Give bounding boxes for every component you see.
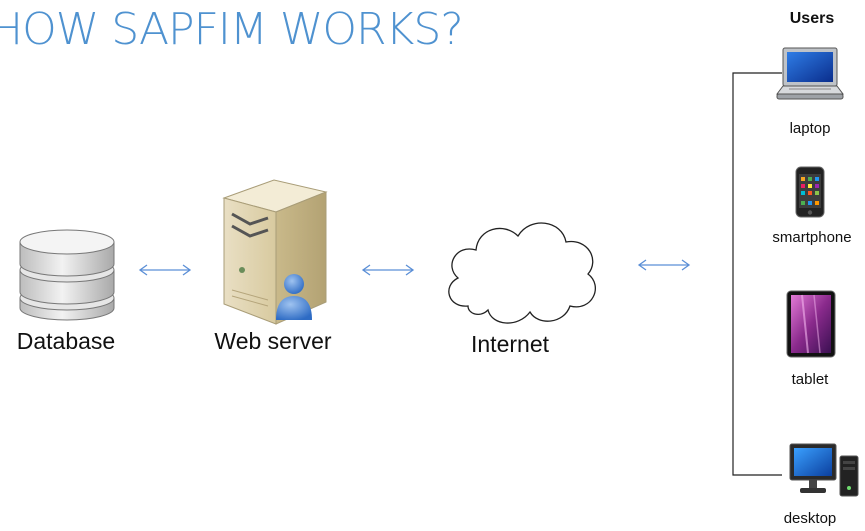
laptop-label: laptop xyxy=(789,120,831,137)
users-heading: Users xyxy=(789,10,835,27)
web-server-label: Web server xyxy=(214,328,332,354)
cloud-icon xyxy=(448,222,596,324)
desktop-label: desktop xyxy=(783,510,837,527)
smartphone-icon xyxy=(795,166,825,218)
internet-label: Internet xyxy=(471,331,549,357)
tablet-icon xyxy=(786,290,836,358)
desktop-icon xyxy=(789,443,859,497)
arrow-webserver-internet xyxy=(361,264,415,276)
laptop-icon xyxy=(776,47,844,100)
tablet-label: tablet xyxy=(791,371,829,388)
database-icon xyxy=(19,229,115,321)
database-label: Database xyxy=(16,328,116,354)
arrow-database-webserver xyxy=(138,264,192,276)
users-bracket xyxy=(732,72,782,476)
arrow-internet-users xyxy=(637,259,691,271)
web-server-icon xyxy=(222,179,328,325)
slide-title: HOW SAPFIM WORKS? xyxy=(0,4,464,55)
smartphone-label: smartphone xyxy=(772,229,852,246)
